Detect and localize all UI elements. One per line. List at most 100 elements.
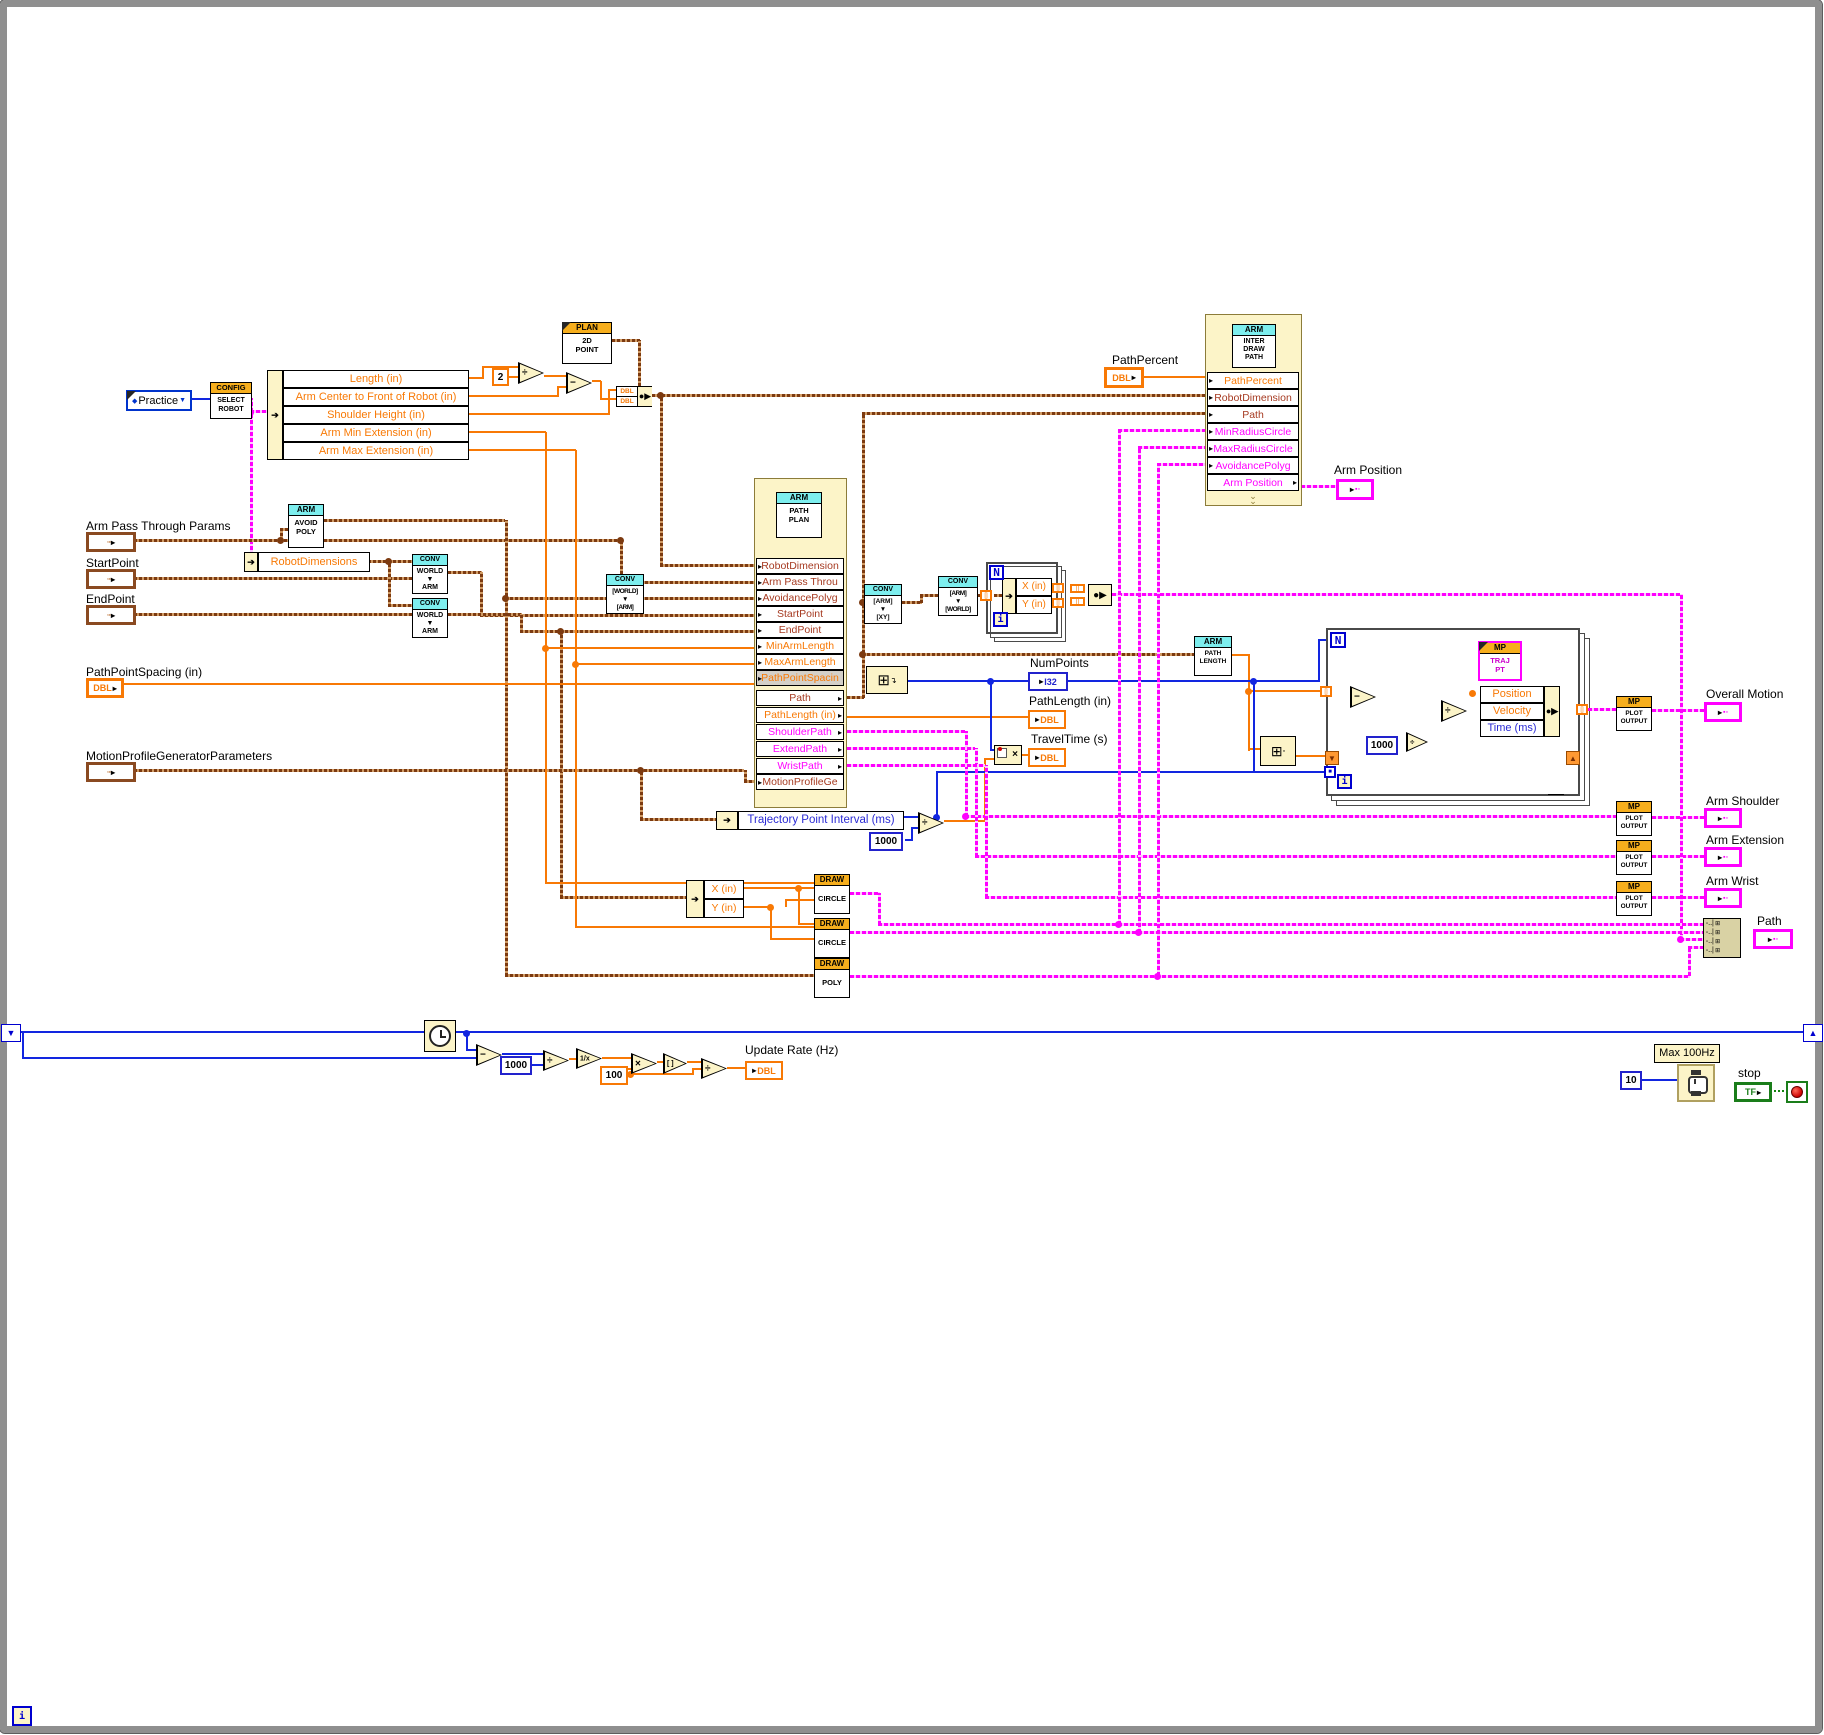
avoid-poly-node[interactable]: ARM AVOID POLY: [288, 504, 324, 548]
tick-count-node[interactable]: [424, 1020, 456, 1052]
expand-chevron-icon[interactable]: ⌄⌄: [1249, 491, 1257, 506]
plan-2d-point-node[interactable]: PLAN 2D POINT: [562, 322, 612, 364]
multiply-node[interactable]: ×: [994, 745, 1022, 765]
index-array-node[interactable]: ⊞▫: [1260, 736, 1296, 766]
unbundle-frame[interactable]: ➔: [244, 552, 258, 572]
pp-row-extendpath: ExtendPath: [756, 741, 844, 757]
robotdimensions-unbundle[interactable]: RobotDimensions: [258, 552, 370, 572]
pathpercent-terminal[interactable]: DBL▸: [1104, 367, 1144, 388]
divide-node[interactable]: ÷: [1441, 700, 1467, 722]
build-array-path[interactable]: ▫‥⎢⊞▫‥⎢⊞▫‥⎢⊞▫‥⎢⊞: [1703, 918, 1741, 958]
arm-path-length-node[interactable]: ARM PATH LENGTH: [1194, 636, 1232, 676]
wire-mg: [1301, 484, 1336, 488]
loop-condition-terminal[interactable]: [1786, 1081, 1808, 1103]
xy-unbundle-frame[interactable]: ➔: [1002, 578, 1016, 614]
plot-output-wrist[interactable]: MP PLOT OUTPUT: [1616, 881, 1652, 916]
arm-extension-indicator[interactable]: ▸▪▫: [1704, 847, 1742, 867]
multiply-node[interactable]: ×: [631, 1053, 657, 1074]
pp-row-wristpath: WristPath: [756, 758, 844, 774]
divide-node[interactable]: ÷: [543, 1050, 569, 1071]
shift-register-left[interactable]: ▼: [1325, 751, 1339, 765]
cluster-row-minext[interactable]: Arm Min Extension (in): [283, 424, 469, 442]
constant-100[interactable]: 100: [600, 1066, 628, 1085]
pathpointspacing-label: PathPointSpacing (in): [86, 665, 203, 679]
shift-register-left[interactable]: ▼: [1, 1024, 21, 1042]
conv-arm-world[interactable]: CONV [ARM] ▼ [WORLD]: [938, 576, 978, 616]
numpoints-indicator[interactable]: ▸I32: [1028, 672, 1068, 691]
divide-node[interactable]: ÷: [701, 1058, 727, 1079]
conv-worlds-arms[interactable]: CONV [WORLD] ▼ [ARM]: [606, 574, 644, 614]
constant-two[interactable]: 2: [492, 368, 509, 386]
draw-poly-node[interactable]: DRAW POLY: [814, 958, 850, 998]
traveltime-indicator[interactable]: ▸DBL: [1028, 748, 1066, 767]
wire-br: [388, 603, 412, 607]
endpoint-terminal[interactable]: ▫▫▸: [86, 605, 136, 625]
wire-mg: [1680, 937, 1703, 941]
build-array-x[interactable]: []: [1070, 584, 1085, 593]
plot-output-extension[interactable]: MP PLOT OUTPUT: [1616, 840, 1652, 875]
stop-terminal[interactable]: TF▸: [1734, 1082, 1772, 1102]
wire-br: [640, 817, 716, 821]
arm-position-indicator[interactable]: ▸▪▫: [1336, 479, 1374, 500]
plot-output-shoulder[interactable]: MP PLOT OUTPUT: [1616, 801, 1652, 836]
mp-traj-pt-node[interactable]: MP TRAJ PT: [1478, 641, 1522, 681]
compound-input-cell: [997, 748, 1007, 758]
draw-circle-2[interactable]: DRAW CIRCLE: [814, 918, 850, 958]
output-arrow-icon: ▸: [1718, 707, 1723, 717]
arm-shoulder-indicator[interactable]: ▸▪▫: [1704, 808, 1742, 828]
subtract-node[interactable]: −: [566, 372, 592, 394]
constant-1000-interval[interactable]: 1000: [869, 832, 903, 851]
plot-output-overall[interactable]: MP PLOT OUTPUT: [1616, 696, 1652, 731]
constant-1000-loop[interactable]: 1000: [1366, 736, 1398, 755]
startpoint-terminal[interactable]: ▫▫▸: [86, 569, 136, 589]
subtract-node[interactable]: −: [476, 1044, 502, 1066]
trajectory-interval-row[interactable]: Trajectory Point Interval (ms): [738, 811, 904, 830]
overall-motion-indicator[interactable]: ▸▪▫: [1704, 702, 1742, 722]
constant-1000-rate[interactable]: 1000: [500, 1056, 532, 1075]
shift-register-right[interactable]: ▲: [1566, 751, 1580, 765]
path-length-label: PATH LENGTH: [1199, 650, 1227, 665]
subtract-node[interactable]: −: [1350, 686, 1376, 708]
pathpointspacing-terminal[interactable]: DBL▸: [86, 678, 124, 698]
loop-iteration-terminal: i: [1337, 774, 1352, 789]
wire-or: [509, 376, 518, 378]
wire-br: [520, 629, 754, 633]
cluster-row-shoulder[interactable]: Shoulder Height (in): [283, 406, 469, 424]
xy-unbundle-frame[interactable]: ➔: [686, 880, 704, 918]
draw-circle-1[interactable]: DRAW CIRCLE: [814, 874, 850, 914]
cluster-row-armcenter[interactable]: Arm Center to Front of Robot (in): [283, 388, 469, 406]
down-arrow-icon: ▼: [6, 1028, 16, 1038]
wire-br: [324, 518, 505, 522]
build-array-y[interactable]: []: [1070, 597, 1085, 606]
bundle-node[interactable]: DBL DBL ●▶: [616, 386, 652, 407]
arm-wrist-indicator[interactable]: ▸▪▫: [1704, 888, 1742, 908]
select-robot-node[interactable]: CONFIG SELECT ROBOT: [210, 382, 252, 419]
arm-pass-terminal[interactable]: ▫▫▸: [86, 532, 136, 552]
wait-ms-node[interactable]: [1677, 1064, 1715, 1102]
shift-register-right[interactable]: ▲: [1803, 1024, 1823, 1042]
robot-enum-selector[interactable]: ◆ Practice ▼: [126, 390, 192, 411]
path-indicator[interactable]: ▸▪▫: [1753, 929, 1793, 949]
array-size-node[interactable]: ⊞↴: [866, 666, 908, 694]
reciprocal-icon: 1/x: [580, 1055, 590, 1062]
cluster-row-maxext[interactable]: Arm Max Extension (in): [283, 442, 469, 460]
pathlength-indicator[interactable]: ▸DBL: [1028, 710, 1066, 729]
loop-tunnel-out: []: [1576, 704, 1588, 715]
conv-world-arm-2[interactable]: CONV WORLD ▼ ARM: [412, 598, 448, 638]
update-rate-indicator[interactable]: ▸DBL: [745, 1061, 783, 1080]
bundle-xy-node[interactable]: ●▶: [1088, 584, 1112, 606]
conv-world-arm-1[interactable]: CONV WORLD ▼ ARM: [412, 554, 448, 594]
cluster-row-length[interactable]: Length (in): [283, 370, 469, 388]
conv-arm-xy[interactable]: CONV [ARM] ▼ [XY]: [864, 584, 902, 624]
cluster-frame[interactable]: ➔: [267, 370, 283, 460]
divide-node[interactable]: ÷: [518, 362, 544, 384]
reciprocal-node[interactable]: 1/x: [576, 1048, 602, 1069]
constant-ten[interactable]: 10: [1620, 1071, 1642, 1090]
mpg-terminal[interactable]: ▫▫▸: [86, 762, 136, 782]
divide-node[interactable]: ÷: [918, 812, 944, 834]
wire-gn: [1770, 1090, 1786, 1092]
trajectory-unbundle-frame[interactable]: ➔: [716, 811, 738, 830]
round-node[interactable]: [ ]: [663, 1053, 687, 1074]
iteration-terminal[interactable]: i: [12, 1706, 32, 1726]
divide-node-small[interactable]: ÷: [1406, 732, 1428, 752]
